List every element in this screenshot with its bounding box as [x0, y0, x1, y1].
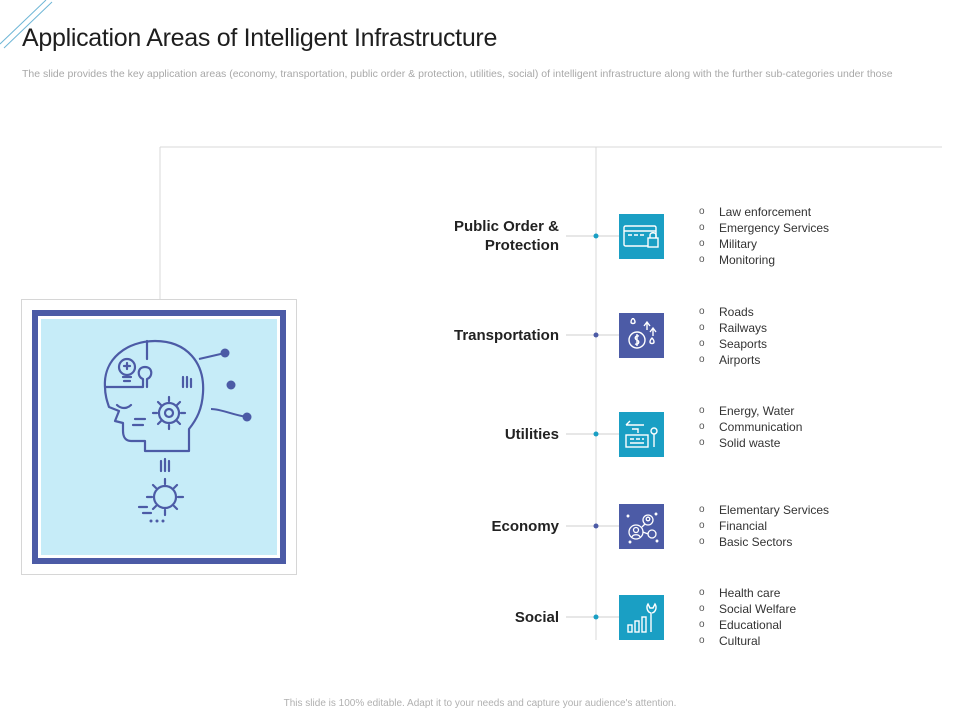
illustration-background [41, 319, 277, 555]
corner-decoration [0, 0, 53, 49]
row-connector-dot [593, 332, 599, 338]
subcategory-text: Health care [719, 586, 781, 600]
people-network-icon [624, 510, 660, 544]
bullet-marker: o [699, 504, 705, 515]
bullet-marker: o [699, 322, 705, 333]
bullet-marker: o [699, 222, 705, 233]
footer-note: This slide is 100% editable. Adapt it to… [283, 698, 677, 709]
list-item: o Monitoring [699, 252, 829, 268]
row-connector-dot [593, 614, 599, 620]
list-item: o Energy, Water [699, 403, 802, 419]
subcategory-text: Financial [719, 519, 768, 533]
list-item: o Seaports [699, 336, 767, 352]
list-item: o Elementary Services [699, 502, 829, 518]
people-network-tile [619, 504, 664, 549]
subcategory-text: Roads [719, 305, 754, 319]
money-drops-tile [619, 313, 664, 358]
subcategory-text: Railways [719, 321, 768, 335]
subcategory-text: Military [719, 237, 757, 251]
list-item: o Social Welfare [699, 601, 796, 617]
list-item: o Military [699, 236, 829, 252]
subcategory-text: Seaports [719, 337, 768, 351]
list-item: o Educational [699, 617, 796, 633]
bullet-marker: o [699, 405, 705, 416]
area-label: Economy [491, 517, 559, 535]
bullet-marker: o [699, 437, 705, 448]
bar-chart-wrench-icon [625, 601, 659, 635]
subcategory-text: Cultural [719, 634, 761, 648]
list-item: o Emergency Services [699, 220, 829, 236]
subcategory-text: Emergency Services [719, 221, 830, 235]
subcategory-text: Airports [719, 353, 761, 367]
card-lock-tile [619, 214, 664, 259]
bullet-marker: o [699, 603, 705, 614]
bullet-marker: o [699, 619, 705, 630]
area-label: Social [514, 608, 559, 626]
bullet-marker: o [699, 587, 705, 598]
card-lock-icon [622, 223, 662, 251]
bullet-marker: o [699, 338, 705, 349]
list-item: o Railways [699, 320, 767, 336]
bullet-marker: o [699, 421, 705, 432]
bullet-marker: o [699, 635, 705, 646]
illustration-card [21, 299, 297, 575]
bar-chart-wrench-tile [619, 595, 664, 640]
list-item: o Roads [699, 304, 767, 320]
area-label: Utilities [504, 425, 559, 443]
subcategory-text: Elementary Services [719, 503, 830, 517]
page-title: Application Areas of Intelligent Infrast… [22, 24, 498, 52]
row-connector-dot [593, 523, 599, 529]
bullet-marker: o [699, 520, 705, 531]
subcategory-text: Basic Sectors [719, 535, 793, 549]
area-label: Public Order & Protection [453, 218, 559, 254]
list-item: o Cultural [699, 633, 796, 649]
list-item: o Basic Sectors [699, 534, 829, 550]
subcategory-text: Law enforcement [719, 205, 812, 219]
row-connector-dot [593, 233, 599, 239]
subcategory-text: Social Welfare [719, 602, 797, 616]
bullet-marker: o [699, 354, 705, 365]
bullet-marker: o [699, 254, 705, 265]
illustration-frame [32, 310, 286, 564]
subcategory-text: Educational [719, 618, 782, 632]
area-label: Transportation [453, 326, 559, 344]
bullet-marker: o [699, 306, 705, 317]
bullet-marker: o [699, 536, 705, 547]
switchboard-tile [619, 412, 664, 457]
subcategory-text: Monitoring [719, 253, 776, 267]
bullet-marker: o [699, 206, 705, 217]
money-drops-icon [625, 317, 659, 354]
brain-head-icon [103, 339, 252, 523]
switchboard-icon [624, 419, 660, 451]
subcategory-text: Energy, Water [719, 404, 795, 418]
list-item: o Communication [699, 419, 802, 435]
page-subtitle: The slide provides the key application a… [22, 68, 893, 80]
row-connector-dot [593, 431, 599, 437]
subcategory-text: Communication [719, 420, 803, 434]
bullet-marker: o [699, 238, 705, 249]
list-item: o Solid waste [699, 435, 802, 451]
list-item: o Financial [699, 518, 829, 534]
list-item: o Airports [699, 352, 767, 368]
list-item: o Law enforcement [699, 204, 829, 220]
list-item: o Health care [699, 585, 796, 601]
subcategory-text: Solid waste [719, 436, 781, 450]
